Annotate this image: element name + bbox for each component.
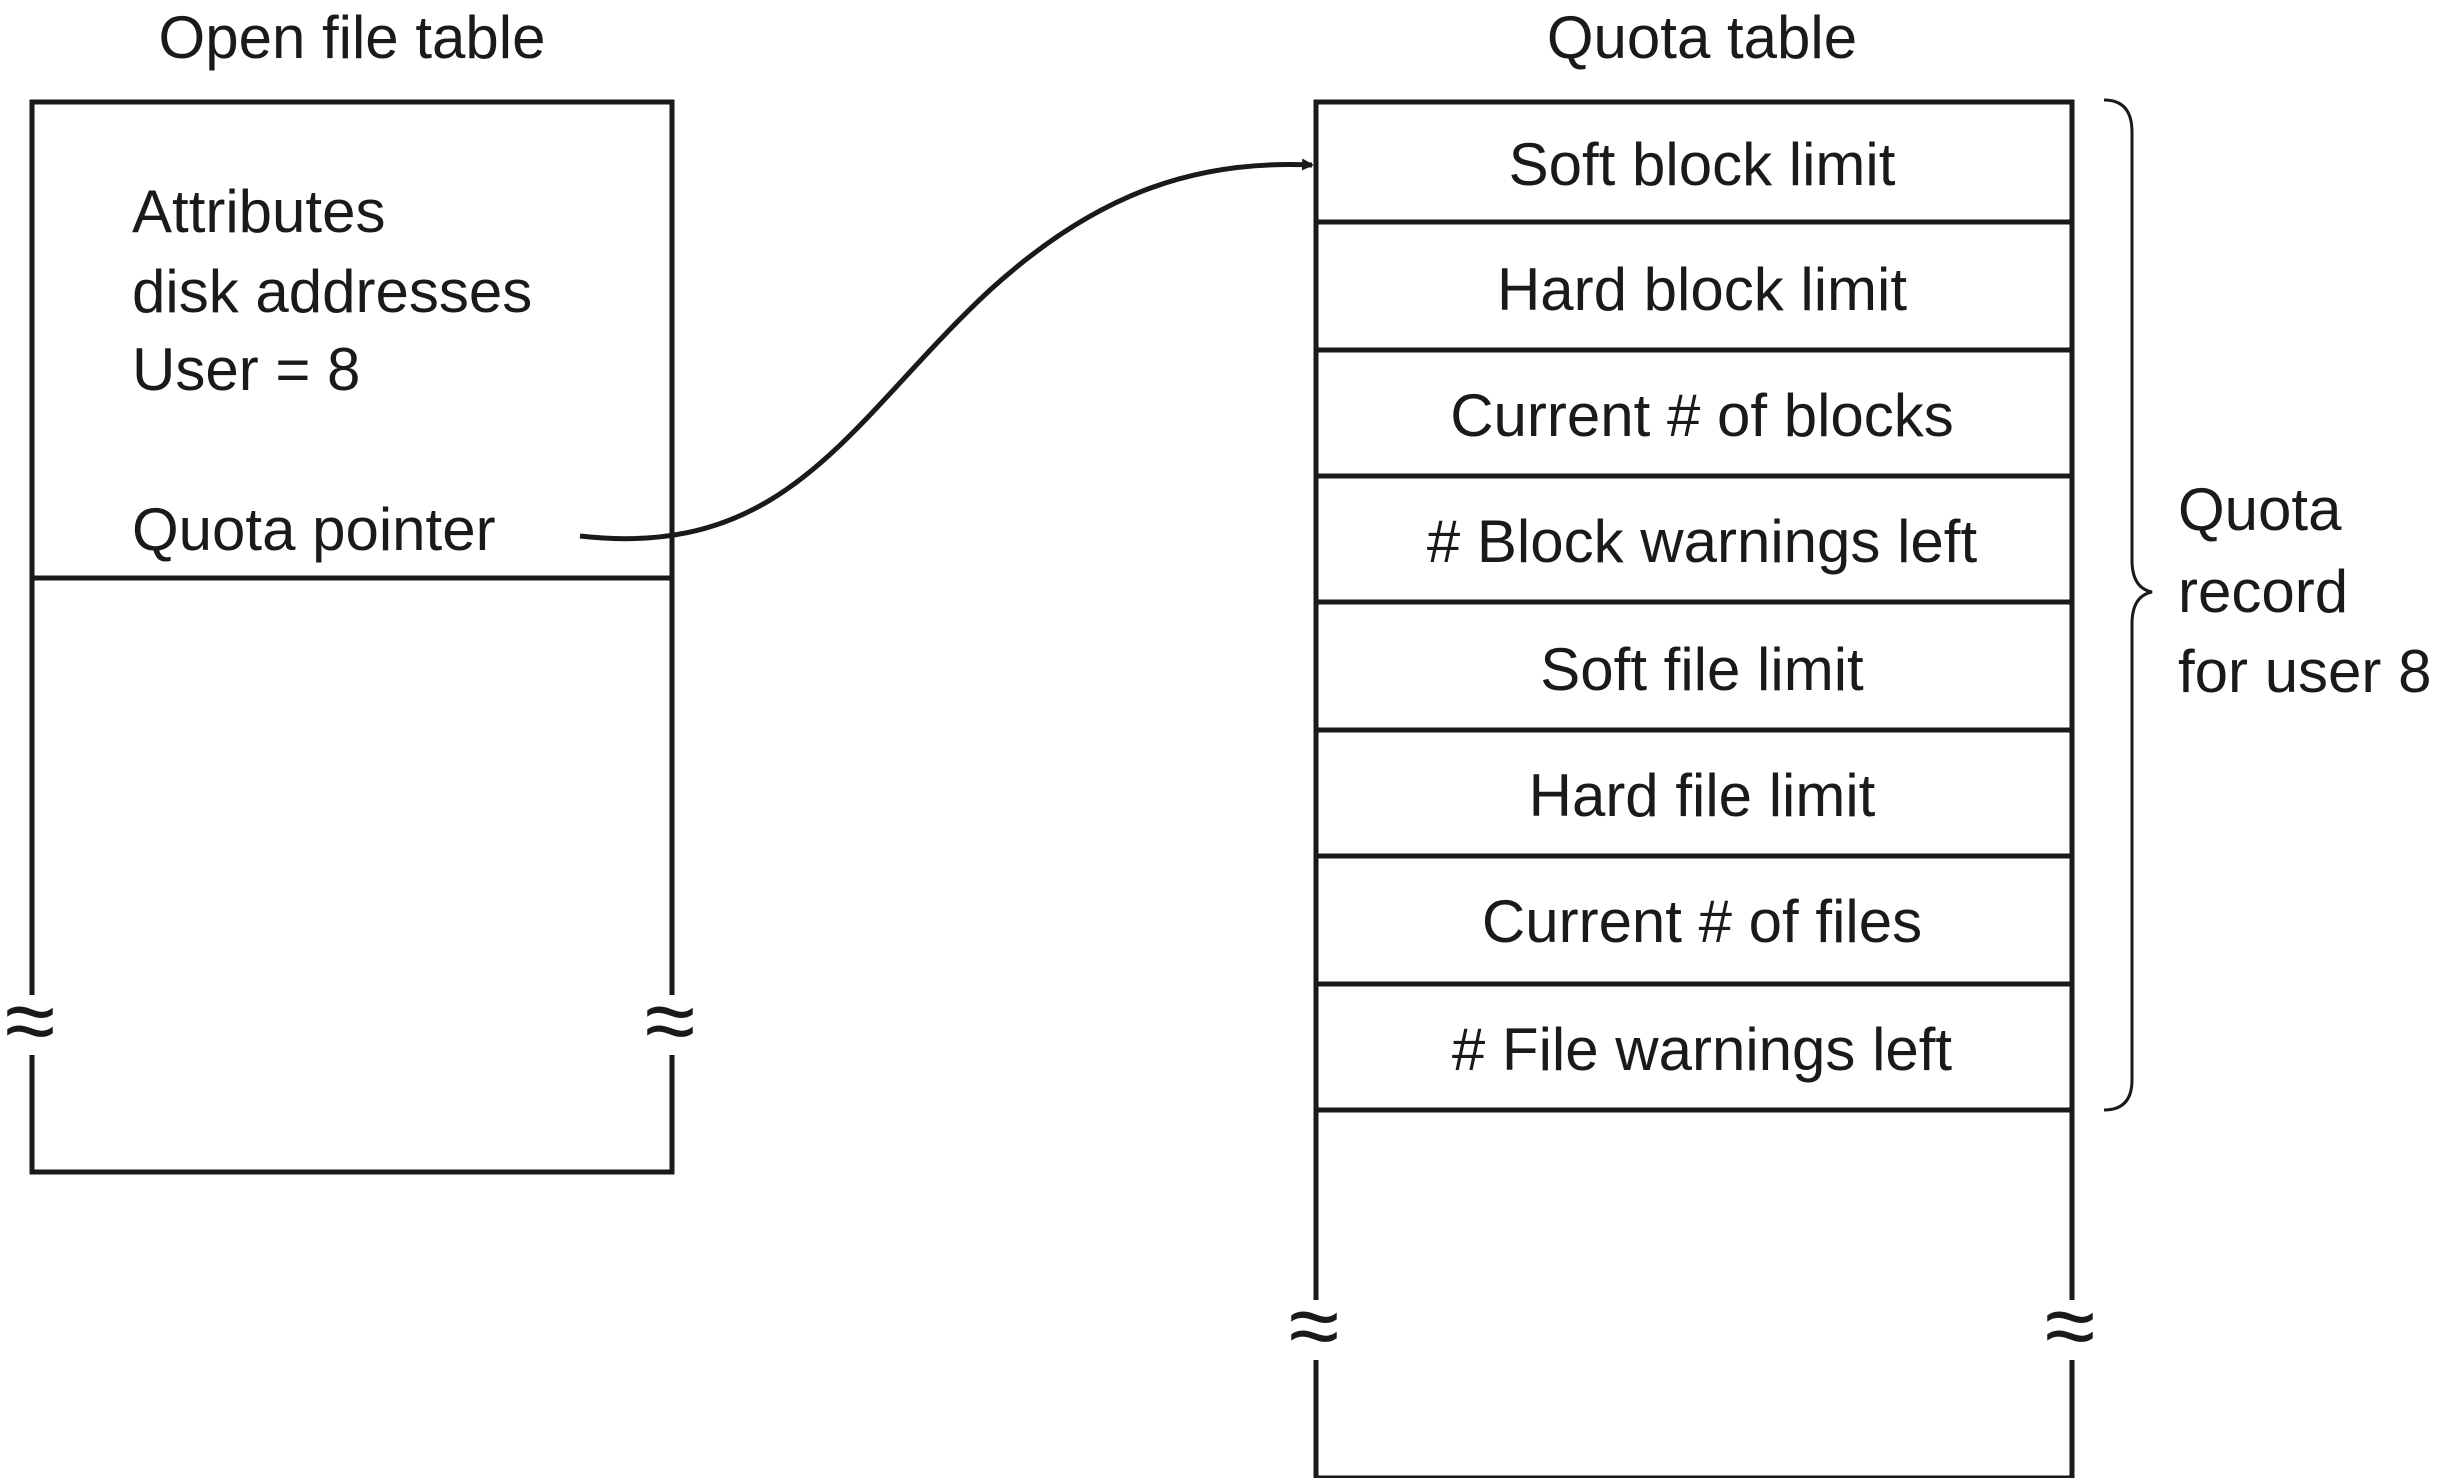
- quota-table: Quota table Soft block limit Hard block …: [1289, 4, 2096, 1478]
- quota-row-file-warnings-left: # File warnings left: [1452, 1016, 1953, 1083]
- entry-user-text: User = 8: [132, 336, 360, 403]
- quota-record-label-line-3: for user 8: [2178, 638, 2431, 705]
- quota-table-break-left: ≈: [1289, 1275, 1340, 1377]
- quota-record: Soft block limit Hard block limit Curren…: [1316, 131, 2072, 1113]
- quota-pointer-label: Quota pointer: [132, 496, 496, 563]
- open-file-table-outline: [29, 99, 675, 1175]
- quota-table-break-right: ≈: [2045, 1275, 2096, 1377]
- quota-table-outline: [1313, 99, 2075, 1478]
- open-file-entry: Attributes disk addresses User = 8 Quota…: [132, 178, 532, 563]
- quota-row-hard-file-limit: Hard file limit: [1529, 762, 1876, 829]
- quota-record-label: Quota record for user 8: [2178, 476, 2431, 705]
- quota-record-label-line-1: Quota: [2178, 476, 2342, 543]
- quota-row-current-blocks: Current # of blocks: [1450, 382, 1954, 449]
- entry-disk-addresses-text: disk addresses: [132, 258, 532, 325]
- open-file-table-title: Open file table: [159, 4, 546, 71]
- quota-row-soft-file-limit: Soft file limit: [1540, 636, 1864, 703]
- quota-row-current-files: Current # of files: [1482, 888, 1922, 955]
- open-file-table-break-right: ≈: [645, 970, 696, 1072]
- quota-table-title: Quota table: [1547, 4, 1857, 71]
- open-file-table: Open file table Attributes disk addresse…: [5, 4, 696, 1175]
- quota-row-hard-block-limit: Hard block limit: [1497, 256, 1907, 323]
- quota-record-label-line-2: record: [2178, 558, 2348, 625]
- quota-pointer-arrow: [579, 158, 1314, 542]
- quota-row-soft-block-limit: Soft block limit: [1509, 131, 1896, 198]
- open-file-table-break-left: ≈: [5, 970, 56, 1072]
- quota-row-block-warnings-left: # Block warnings left: [1427, 508, 1978, 575]
- quota-record-brace: [2103, 98, 2153, 1112]
- entry-attributes-text: Attributes: [132, 178, 385, 245]
